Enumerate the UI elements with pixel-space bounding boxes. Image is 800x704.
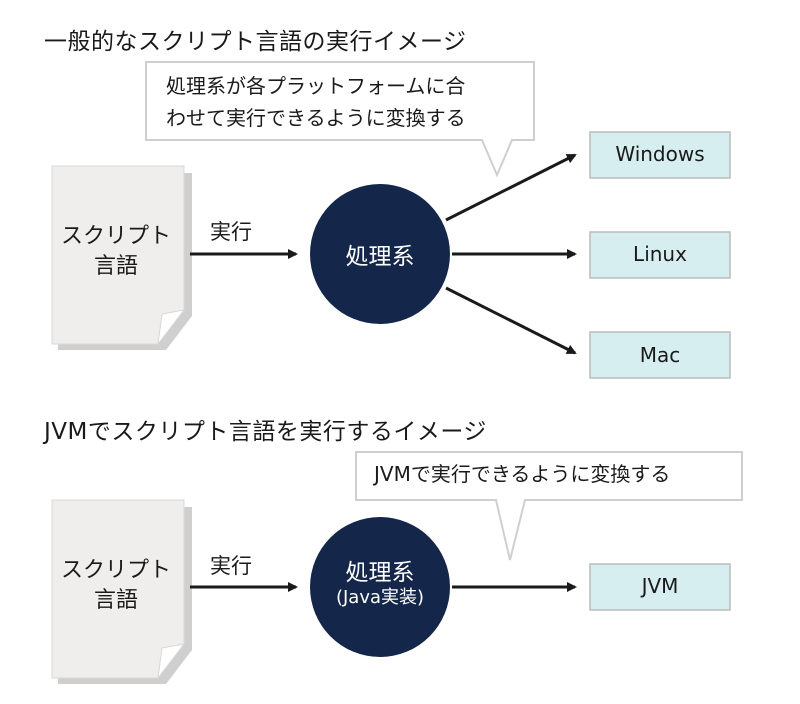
target-box-linux (589, 231, 731, 279)
arrow-to-mac (445, 286, 577, 355)
target-box-mac (589, 331, 731, 379)
document-label-1: スクリプト 言語 (56, 222, 176, 282)
execute-label-1: 実行 (210, 220, 252, 244)
callout-text-2: JVMで実行できるように変換する (374, 462, 671, 486)
section2-title: JVMでスクリプト言語を実行するイメージ (44, 419, 487, 445)
document-line-1: スクリプト (60, 224, 171, 249)
document-line-2: 言語 (93, 588, 138, 613)
callout-line-2: わせて実行できるように変換する (166, 106, 466, 130)
document-label-2: スクリプト 言語 (56, 556, 176, 616)
callout-bubble-1 (145, 61, 535, 178)
processor-circle-2 (310, 517, 450, 657)
processor-circle-1 (310, 184, 450, 324)
callout-bubble-2 (355, 451, 743, 561)
callout-text-1: 処理系が各プラットフォームに合 わせて実行できるように変換する (166, 70, 526, 134)
target-label-linux: Linux (633, 242, 687, 266)
target-label-windows: Windows (615, 142, 705, 166)
script-document-1 (51, 165, 192, 350)
target-box-windows (589, 131, 731, 179)
script-document-2 (51, 499, 192, 684)
target-box-jvm (589, 563, 731, 611)
processor-label-1: 処理系 (345, 244, 415, 270)
processor-sublabel-2: (Java実装) (335, 587, 425, 608)
target-label-jvm: JVM (641, 574, 679, 598)
section1-title: 一般的なスクリプト言語の実行イメージ (44, 29, 467, 55)
document-line-2: 言語 (93, 254, 138, 279)
document-line-1: スクリプト (60, 558, 171, 583)
execute-label-2: 実行 (210, 554, 252, 578)
target-label-mac: Mac (639, 343, 681, 367)
arrow-to-windows (445, 153, 577, 222)
processor-label-2: 処理系 (345, 560, 415, 586)
callout-line-1: 処理系が各プラットフォームに合 (166, 74, 466, 98)
